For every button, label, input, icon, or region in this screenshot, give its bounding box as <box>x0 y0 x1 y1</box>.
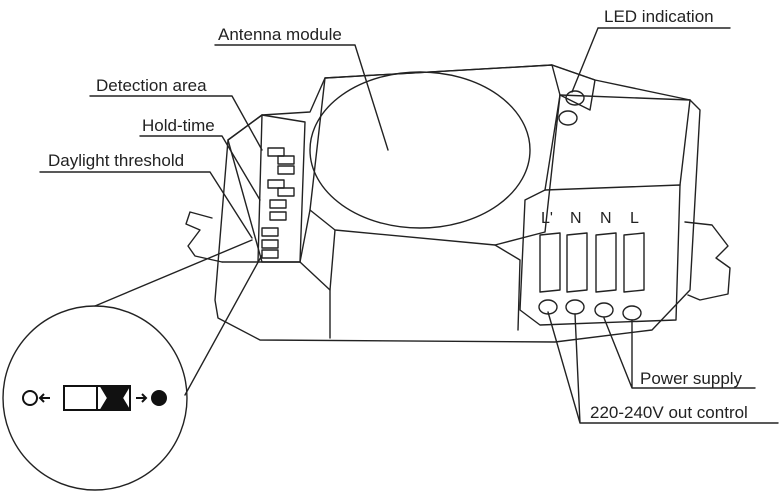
leader-out-control <box>547 311 779 424</box>
label-antenna-module: Antenna module <box>218 25 342 44</box>
label-out-control: 220-240V out control <box>590 403 748 422</box>
label-hold-time: Hold-time <box>142 116 215 135</box>
antenna-dome <box>309 71 531 229</box>
device-housing <box>214 64 701 343</box>
terminal-screw-2 <box>565 232 588 315</box>
leader-holdtime <box>139 135 261 201</box>
terminal-screw-1 <box>538 232 561 315</box>
label-detection-area: Detection area <box>96 76 207 95</box>
switch-panel <box>227 114 306 263</box>
label-daylight-threshold: Daylight threshold <box>48 151 184 170</box>
leader-daylight <box>39 171 253 239</box>
zoom-line-upper <box>94 239 253 307</box>
terminal-screw-4 <box>622 232 645 321</box>
right-mounting-ear <box>684 221 731 301</box>
left-mounting-ear <box>185 211 223 263</box>
terminal-label-4: L <box>630 210 639 227</box>
terminal-label-3: N <box>600 210 612 227</box>
antenna-top-surface <box>309 64 561 246</box>
led-upper <box>565 90 585 106</box>
filled-circle-icon <box>151 390 167 406</box>
dip-switches <box>261 147 295 259</box>
led-lower <box>558 110 578 126</box>
terminal-label-1: L' <box>541 210 553 227</box>
label-led-indication: LED indication <box>604 7 714 26</box>
leader-power-supply <box>603 317 756 389</box>
right-arrow-icon <box>136 393 148 403</box>
label-power-supply: Power supply <box>640 369 743 388</box>
leader-detection <box>89 95 263 151</box>
terminal-screw-3 <box>594 232 617 318</box>
leader-antenna <box>214 44 389 151</box>
left-arrow-icon <box>38 393 50 403</box>
leader-led <box>571 27 731 93</box>
open-circle-icon <box>22 390 38 406</box>
terminal-label-2: N <box>570 210 582 227</box>
zoom-line-lower <box>184 254 263 396</box>
